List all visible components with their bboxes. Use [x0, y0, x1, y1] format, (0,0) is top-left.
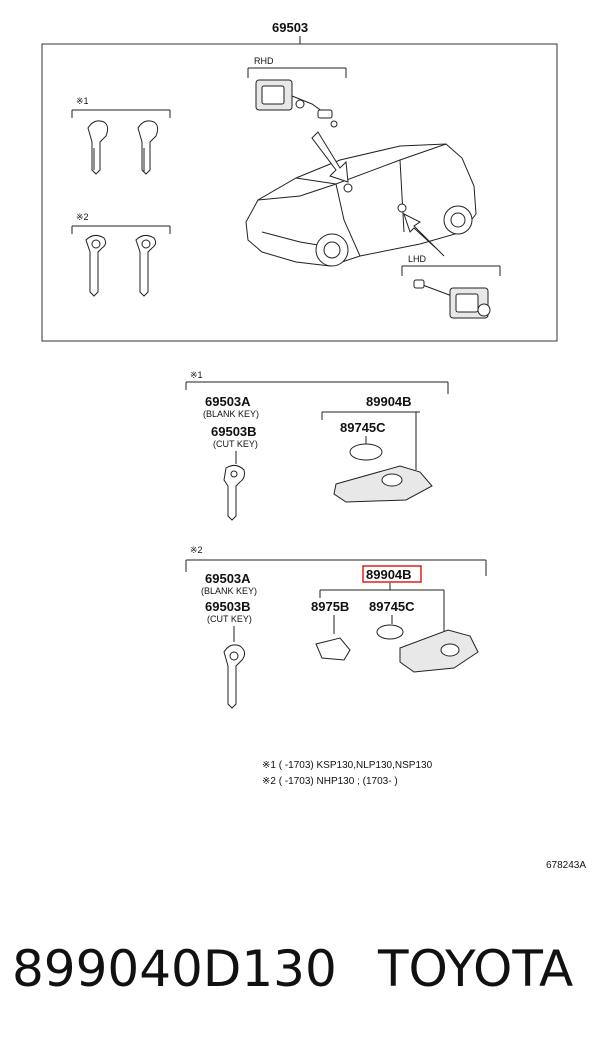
lhd-lock-cylinder[interactable]: [413, 279, 491, 319]
g1-cut-key-label: (CUT KEY): [213, 439, 258, 449]
legend-line-2: ※2 ( -1703) NHP130 ; (1703- ): [262, 776, 398, 787]
group2-mark: ※2: [190, 545, 203, 555]
key-blank-icon: [87, 120, 109, 175]
g1-key-icon: [223, 464, 245, 521]
g2-battery-number[interactable]: 89745C: [369, 599, 415, 614]
g1-battery-number[interactable]: 89745C: [340, 420, 386, 435]
g2-blank-key-label: (BLANK KEY): [201, 586, 257, 596]
g1-battery-icon: [349, 443, 383, 461]
car-illustration: [245, 143, 477, 267]
g1-cut-key-number[interactable]: 69503B: [211, 424, 257, 439]
g2-battery-icon: [376, 624, 404, 640]
key-cut2-icon: [135, 234, 157, 297]
group1-mark: ※1: [190, 370, 203, 380]
key-blank2-icon: [85, 234, 107, 297]
note1-mark: ※1: [76, 96, 89, 106]
footer-brand: TOYOTA: [378, 940, 574, 998]
g2-cut-key-number[interactable]: 69503B: [205, 599, 251, 614]
main-part-number[interactable]: 69503: [272, 20, 308, 35]
assembly-frame: [41, 43, 558, 342]
arrow-rhd-icon: [311, 131, 349, 183]
g2-transmitter-highlight: [362, 565, 422, 583]
rhd-label: RHD: [254, 56, 274, 66]
g2-transmitter-number[interactable]: 89904B: [366, 567, 412, 582]
g1-transmitter-icon: [333, 465, 433, 503]
g2-blank-key-number[interactable]: 69503A: [205, 571, 251, 586]
g2-cover-icon: [315, 637, 351, 661]
g2-cut-key-label: (CUT KEY): [207, 614, 252, 624]
g1-transmitter-number[interactable]: 89904B: [366, 394, 412, 409]
arrow-lhd-icon: [403, 213, 445, 257]
diagram-id: 678243A: [546, 860, 586, 871]
g1-blank-key-label: (BLANK KEY): [203, 409, 259, 419]
note2-mark: ※2: [76, 212, 89, 222]
g2-cover-number[interactable]: 8975B: [311, 599, 349, 614]
lhd-label: LHD: [408, 254, 427, 264]
footer-part-number: 899040D130: [12, 940, 337, 998]
g1-blank-key-number[interactable]: 69503A: [205, 394, 251, 409]
legend-line-1: ※1 ( -1703) KSP130,NLP130,NSP130: [262, 760, 433, 771]
key-cut-icon: [137, 120, 159, 175]
g2-transmitter-icon: [399, 629, 479, 673]
rhd-lock-cylinder[interactable]: [255, 79, 338, 128]
g2-key-icon: [223, 644, 246, 709]
